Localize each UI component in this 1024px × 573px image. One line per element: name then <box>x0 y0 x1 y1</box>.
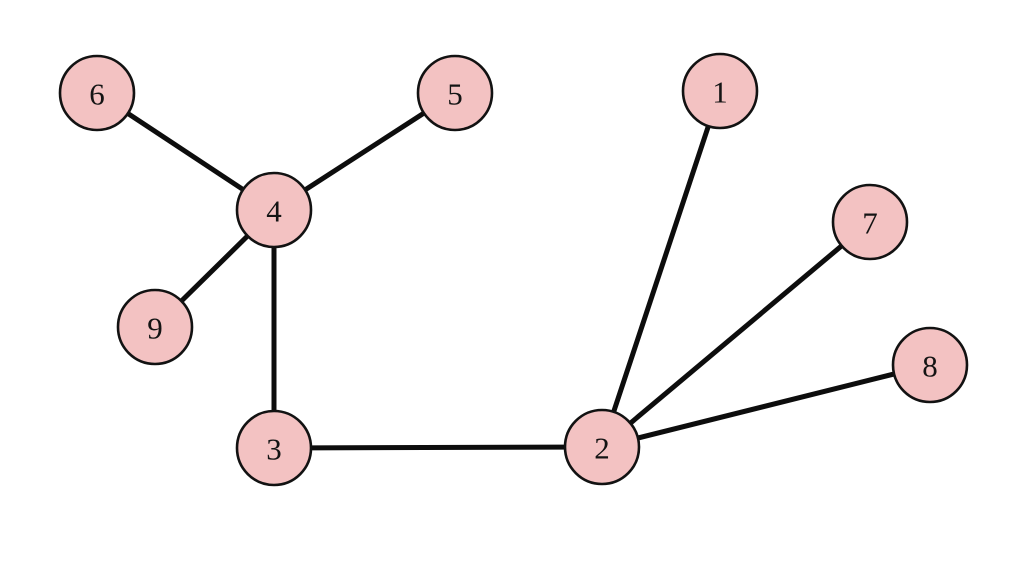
graph-node-1[interactable]: 1 <box>681 52 759 130</box>
graph-node-circle-5[interactable] <box>416 54 494 132</box>
graph-node-circle-4[interactable] <box>235 171 313 249</box>
graph-node-4[interactable]: 4 <box>235 171 313 249</box>
graph-node-label-9: 9 <box>147 311 163 346</box>
graph-edge-2-7 <box>600 220 872 449</box>
graph-node-label-6: 6 <box>89 77 105 112</box>
graph-node-8[interactable]: 8 <box>891 326 969 404</box>
graph-node-circle-8[interactable] <box>891 326 969 404</box>
graph-node-circle-6[interactable] <box>58 54 136 132</box>
graph-node-label-5: 5 <box>447 77 463 112</box>
graph-node-6[interactable]: 6 <box>58 54 136 132</box>
graph-edge-2-1 <box>599 90 723 448</box>
graph-node-label-2: 2 <box>594 431 610 466</box>
graph-node-circle-3[interactable] <box>235 409 313 487</box>
graph-node-label-8: 8 <box>922 349 938 384</box>
graph-node-3[interactable]: 3 <box>235 409 313 487</box>
graph-node-circle-7[interactable] <box>831 183 909 261</box>
graph-node-circle-9[interactable] <box>116 288 194 366</box>
graph-edge-2-8 <box>601 362 931 450</box>
graph-node-2[interactable]: 2 <box>563 408 641 486</box>
graph-edge-3-2 <box>273 444 603 451</box>
graph-node-7[interactable]: 7 <box>831 183 909 261</box>
graph-node-circle-1[interactable] <box>681 52 759 130</box>
graph-node-circle-2[interactable] <box>563 408 641 486</box>
graph-node-9[interactable]: 9 <box>116 288 194 366</box>
edge-layer <box>95 90 931 451</box>
graph-node-label-4: 4 <box>266 194 282 229</box>
node-layer: 6 5 1 4 7 9 8 3 2 <box>58 52 969 487</box>
graph-node-label-1: 1 <box>712 75 728 110</box>
graph-node-5[interactable]: 5 <box>416 54 494 132</box>
graph-node-label-3: 3 <box>266 432 282 467</box>
graph-node-label-7: 7 <box>862 206 878 241</box>
